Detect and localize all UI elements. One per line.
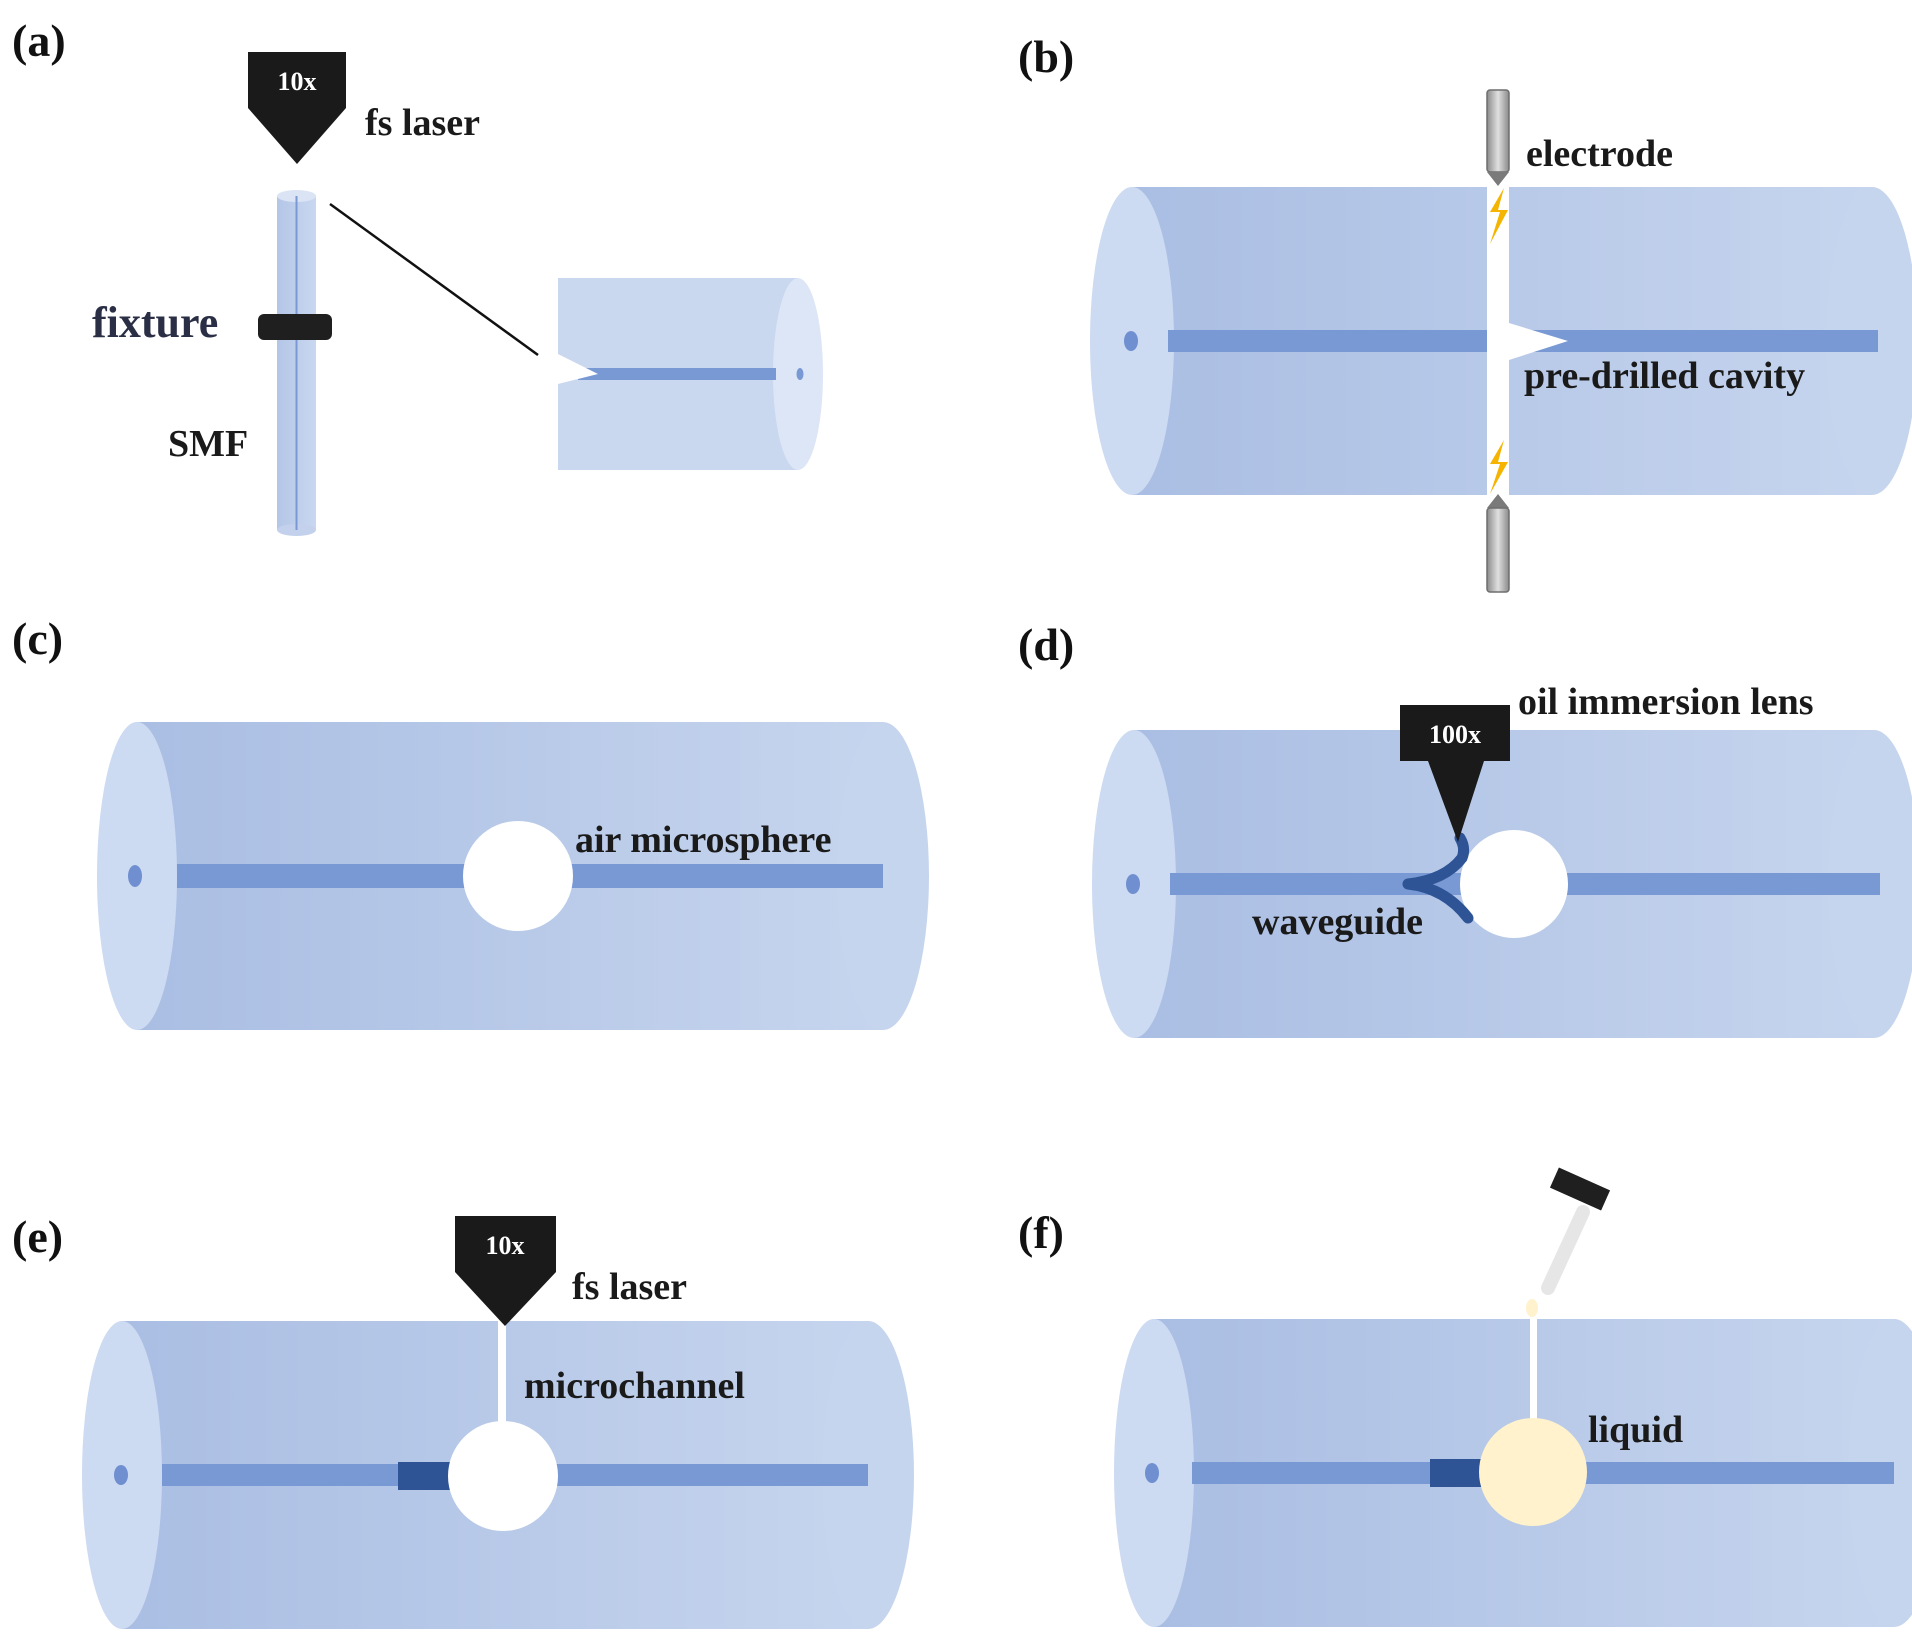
microchannel-label: microchannel <box>524 1365 745 1407</box>
microchannel <box>498 1316 506 1426</box>
cavity-label: pre-drilled cavity <box>1524 355 1805 397</box>
oil-immersion-lens-label: oil immersion lens <box>1518 681 1814 723</box>
panel-f-label: (f) <box>1018 1207 1064 1258</box>
panel-a: (a) 10x fs laser fixture SMF <box>12 15 823 536</box>
fixture-label: fixture <box>92 298 218 347</box>
smf-vertical <box>277 190 316 536</box>
panel-f: (f) liquid <box>1018 1167 1912 1627</box>
fiber-b <box>1090 182 1912 500</box>
spark-top-icon <box>1490 188 1508 244</box>
microchannel-f <box>1530 1310 1537 1426</box>
spark-bottom-icon <box>1490 440 1508 494</box>
objective-100x-icon <box>1400 705 1510 842</box>
waveguide-branch <box>1402 832 1474 924</box>
pre-drilled-cavity <box>1509 323 1568 360</box>
electrode-bottom-icon <box>1486 494 1510 593</box>
objective-10x-icon <box>455 1216 556 1326</box>
panel-b: (b) electrode pre-drilled cavity <box>1018 31 1912 593</box>
liquid-filled-microsphere <box>1479 1418 1587 1526</box>
panel-e-label: (e) <box>12 1211 63 1262</box>
fixture-clamp <box>258 314 332 340</box>
waveguide-label: waveguide <box>1252 901 1423 943</box>
objective-e-magnification: 10x <box>486 1231 525 1260</box>
electrode-label: electrode <box>1526 133 1673 175</box>
fs-laser-label-e: fs laser <box>572 1266 687 1308</box>
air-microsphere <box>463 821 573 931</box>
objective-a-magnification: 10x <box>278 67 317 96</box>
zoomed-fiber-end <box>558 278 823 470</box>
liquid-label: liquid <box>1588 1409 1683 1451</box>
air-microsphere-e <box>448 1421 558 1531</box>
objective-d-magnification: 100x <box>1429 720 1481 749</box>
panel-d-label: (d) <box>1018 619 1074 670</box>
panel-b-label: (b) <box>1018 31 1074 82</box>
panel-c: (c) air microsphere <box>12 613 929 1030</box>
air-microsphere-label: air microsphere <box>575 819 831 861</box>
panel-c-label: (c) <box>12 613 63 664</box>
panel-e: (e) 10x fs laser microchannel <box>12 1211 914 1629</box>
electrode-top-icon <box>1486 89 1510 186</box>
air-microsphere-d <box>1460 830 1568 938</box>
smf-label: SMF <box>168 423 248 465</box>
liquid-droplet <box>1526 1299 1538 1317</box>
zoom-indicator-line <box>329 202 539 357</box>
drilled-notch <box>558 354 598 384</box>
panel-d: (d) 100x oil immersion lens waveguide <box>1018 619 1912 1038</box>
fiber-gap <box>1487 182 1509 500</box>
panel-a-label: (a) <box>12 15 66 66</box>
syringe-icon <box>1541 1167 1611 1295</box>
objective-10x-icon <box>248 52 346 164</box>
fs-laser-label-a: fs laser <box>365 102 480 144</box>
